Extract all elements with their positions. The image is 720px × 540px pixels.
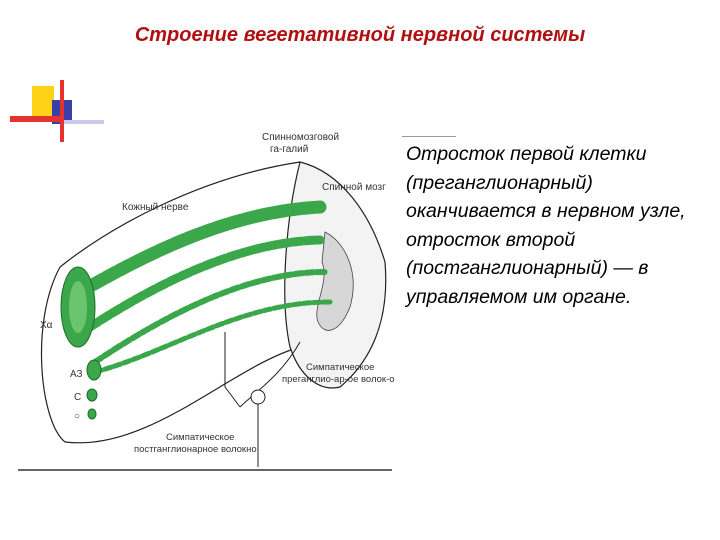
fiber-bundle-1 bbox=[73, 200, 327, 299]
deco-shadow-bar bbox=[64, 120, 104, 124]
deco-red-bar bbox=[10, 116, 62, 122]
label-skin-nerve: Кожный нерве bbox=[122, 202, 189, 213]
fiber-bundle-4 bbox=[92, 299, 333, 375]
fiber-bundle-2 bbox=[85, 235, 325, 332]
decorative-squares bbox=[10, 80, 104, 142]
nerve-end-c bbox=[86, 388, 98, 402]
label-spinal-ganglion-1: Спинномозговой bbox=[262, 132, 339, 143]
gray-matter bbox=[316, 231, 354, 331]
deco-yellow-square bbox=[32, 86, 54, 116]
label-o: ○ bbox=[74, 411, 80, 422]
description-text: Отросток первой клетки (преганглионарный… bbox=[406, 143, 686, 308]
nerve-structure-diagram: Спинномозговой га-галий Кожный нерве Спи… bbox=[18, 132, 395, 471]
nerve-sheath-bottom bbox=[64, 346, 301, 444]
ganglion-connector bbox=[224, 332, 241, 408]
slide-title: Строение вегетативной нервной системы bbox=[134, 24, 586, 46]
label-xa: Хα bbox=[40, 320, 53, 331]
deco-red-vertical bbox=[60, 80, 64, 142]
label-sympathetic-post-1: Симпатическое bbox=[166, 432, 234, 443]
nerve-end-az bbox=[86, 359, 102, 381]
label-sympathetic-pre-1: Симпатическое bbox=[306, 362, 374, 373]
label-sympathetic-pre-2: преганглио-ар-ое волок-о bbox=[282, 374, 395, 385]
sympathetic-ganglion bbox=[250, 389, 266, 405]
text-top-rule bbox=[402, 136, 456, 137]
nerve-sheath-left bbox=[40, 266, 66, 443]
label-sympathetic-post-2: постганглионарное волокно bbox=[134, 444, 257, 455]
nerve-end-xa-inner bbox=[69, 281, 87, 333]
fiber-bundle-3 bbox=[92, 269, 328, 365]
label-az: АЗ bbox=[70, 369, 83, 380]
nerve-sheath-top bbox=[59, 161, 301, 268]
sympathetic-branch bbox=[239, 341, 301, 408]
label-c: С bbox=[74, 392, 81, 403]
nerve-end-o bbox=[87, 408, 97, 420]
label-spinal-ganglion-2: га-галий bbox=[270, 144, 308, 155]
label-spinal-cord: Спинной мозг bbox=[322, 182, 386, 193]
